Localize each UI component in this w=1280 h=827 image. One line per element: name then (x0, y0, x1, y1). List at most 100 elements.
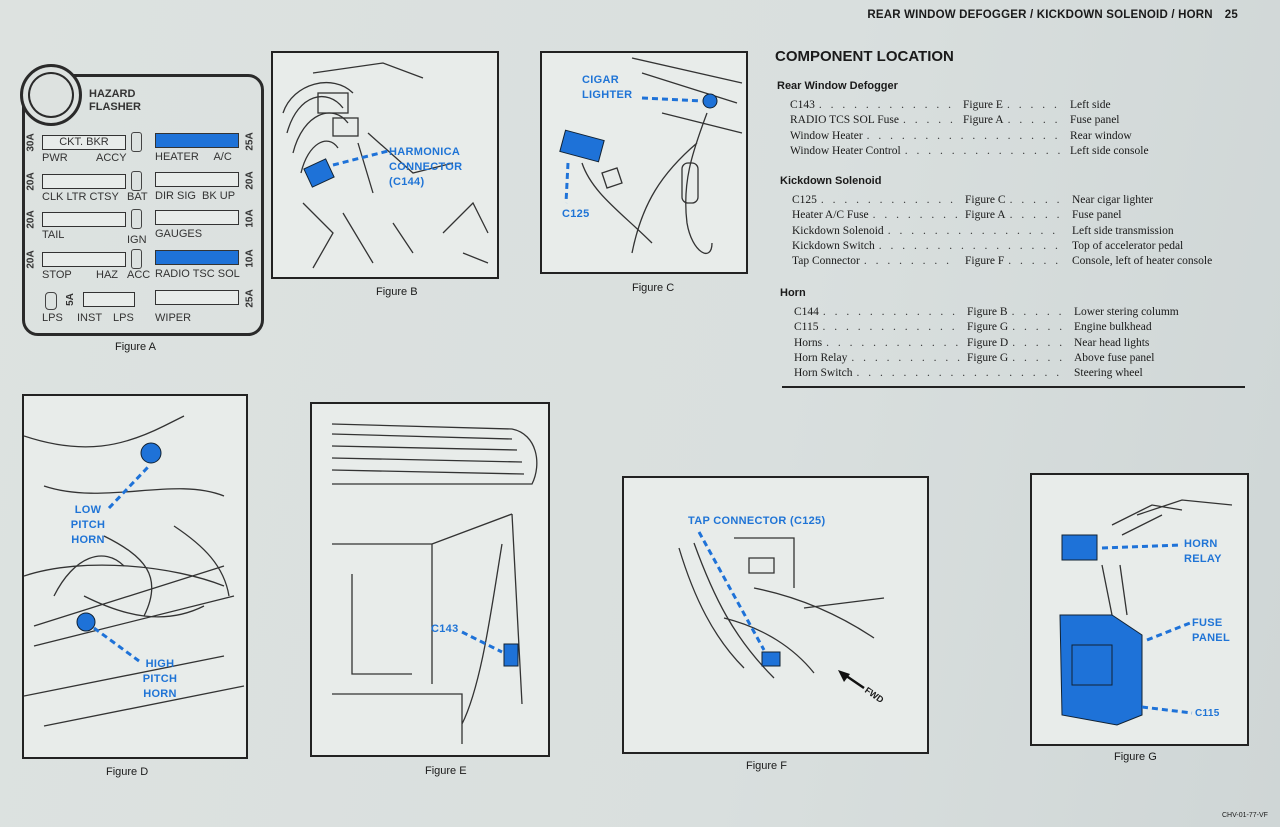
table-row: Tap Connector. . . . . . . .Figure F. . … (792, 254, 1252, 268)
dot-leader: . . . . . (1006, 99, 1060, 111)
component-location: Steering wheel (1074, 367, 1143, 379)
component-name: Kickdown Solenoid (792, 225, 884, 237)
dot-leader: . . . . . . . . . . . . . . . . (878, 240, 1061, 252)
figure-g-caption: Figure G (1114, 751, 1157, 763)
c144-connector (303, 158, 335, 188)
section-heading: Rear Window Defogger (777, 80, 898, 92)
figure-e-caption: Figure E (425, 765, 467, 777)
component-cell: C144. . . . . . . . . . . . (794, 305, 967, 319)
figure-ref: Figure D (967, 337, 1009, 349)
figure-ref: Figure F (965, 255, 1005, 267)
fuse-label-lps: LPS (42, 312, 63, 324)
component-location: Fuse panel (1072, 209, 1122, 221)
component-name: C125 (792, 194, 817, 206)
fuse-panel-callout: FUSE PANEL (1192, 617, 1230, 644)
component-cell: C115. . . . . . . . . . . . (794, 320, 967, 334)
table-row: C115. . . . . . . . . . . .Figure G. . .… (794, 320, 1254, 334)
component-location: Left side console (1070, 145, 1149, 157)
fuse-amp-left: 20A (25, 172, 37, 191)
c143-callout: C143 (431, 623, 459, 635)
component-location: Console, left of heater console (1072, 255, 1213, 267)
dot-leader: . . . . . (1009, 209, 1063, 221)
component-location-title: COMPONENT LOCATION (775, 48, 954, 65)
fuse-label-left-secondary: ACCY (96, 152, 127, 164)
component-cell: C125. . . . . . . . . . . . (792, 193, 965, 207)
component-location: Top of accelerator pedal (1072, 240, 1184, 252)
fuse-label-right: HEATER A/C (155, 151, 232, 163)
circuit-breaker-icon (131, 132, 142, 152)
fuse-slot-left: CKT. BKR (42, 135, 126, 150)
lamp-socket-icon (45, 292, 57, 310)
fuse-amp-left: 30A (25, 133, 37, 152)
figure-a-caption: Figure A (115, 341, 156, 353)
figure-d: LOW PITCH HORN HIGH PITCH HORN (22, 394, 248, 759)
dot-leader: . . . . . (1008, 255, 1062, 267)
fuse-slot-right (155, 250, 239, 265)
figure-b-caption: Figure B (376, 286, 418, 298)
component-cell: Kickdown Solenoid. . . . . . . . . . . .… (792, 224, 1070, 238)
c125-callout: C125 (562, 208, 590, 220)
component-cell: Heater A/C Fuse. . . . . . . . (792, 208, 965, 222)
header-title: REAR WINDOW DEFOGGER / KICKDOWN SOLENOID… (867, 9, 1213, 21)
horn-location-drawing (24, 415, 245, 727)
table-row: Kickdown Switch. . . . . . . . . . . . .… (792, 239, 1252, 253)
table-row: C143. . . . . . . . . . . .Figure E. . .… (790, 98, 1250, 112)
figure-cell: Figure G. . . . . (967, 351, 1072, 365)
table-row: RADIO TCS SOL Fuse. . . . .Figure A. . .… (790, 113, 1250, 127)
table-rule (782, 386, 1245, 388)
dot-leader: . . . . . (1009, 194, 1063, 206)
component-name: Horn Switch (794, 367, 853, 379)
figure-ref: Figure E (963, 99, 1003, 111)
dot-leader: . . . . . . . . . . . . (820, 194, 957, 206)
tap-connector-drawing (678, 531, 885, 690)
dot-leader: . . . . . . . . . . . . (822, 321, 958, 333)
fuse-slot-right (155, 210, 239, 225)
dot-leader: . . . . . . . . . . . . (818, 99, 955, 111)
table-row: Window Heater. . . . . . . . . . . . . .… (790, 129, 1250, 143)
table-row: Horn Switch. . . . . . . . . . . . . . .… (794, 366, 1254, 380)
fuse-label-left: STOP (42, 269, 72, 281)
figure-cell: Figure F. . . . . (965, 254, 1070, 268)
tap-connector-callout: TAP CONNECTOR (C125) (688, 515, 826, 527)
rear-window-drawing (331, 423, 538, 744)
fuse-amp-left: 5A (64, 293, 76, 306)
component-name: Horn Relay (794, 352, 848, 364)
component-cell: C143. . . . . . . . . . . . (790, 98, 963, 112)
fuse-slot-inst (83, 292, 135, 307)
component-name: RADIO TCS SOL Fuse (790, 114, 899, 126)
steering-column-drawing (282, 62, 489, 269)
component-location: Above fuse panel (1074, 352, 1155, 364)
page-number: 25 (1224, 9, 1238, 21)
component-location: Lower stering columm (1074, 306, 1179, 318)
table-row: Horns. . . . . . . . . . . .Figure D. . … (794, 336, 1254, 350)
fuse-label-left: CLK LTR CTSY (42, 191, 119, 203)
figure-ref: Figure B (967, 306, 1008, 318)
table-row: Window Heater Control. . . . . . . . . .… (790, 144, 1250, 158)
fuse-amp-right: 25A (244, 289, 256, 308)
cigar-lighter-drawing (559, 57, 743, 255)
component-name: Kickdown Switch (792, 240, 875, 252)
hazard-flasher-icon (20, 64, 82, 126)
fuse-label-mid: BAT (127, 191, 148, 203)
figure-ref: Figure A (963, 114, 1004, 126)
dot-leader: . . . . . (1012, 352, 1066, 364)
component-name: Horns (794, 337, 823, 349)
fuse-label-left: INST (77, 312, 103, 324)
component-location: Fuse panel (1070, 114, 1120, 126)
component-location: Near head lights (1074, 337, 1150, 349)
dot-leader: . . . . . . . . . . . . . . (904, 145, 1064, 157)
component-cell: Window Heater. . . . . . . . . . . . . .… (790, 129, 1068, 143)
circuit-breaker-icon (131, 209, 142, 229)
component-location: Engine bulkhead (1074, 321, 1152, 333)
figure-f: TAP CONNECTOR (C125) FWD (622, 476, 929, 754)
horn-relay-callout: HORN RELAY (1184, 538, 1222, 565)
fuse-panel-engine-drawing (1059, 499, 1233, 726)
high-pitch-horn-callout: HIGH PITCH HORN (142, 658, 178, 700)
figure-cell: Figure A. . . . . (963, 113, 1068, 127)
fuse-label-left: PWR (42, 152, 68, 164)
figure-cell: Figure A. . . . . (965, 208, 1070, 222)
dot-leader: . . . . . . . . (863, 255, 952, 267)
component-cell: Horn Relay. . . . . . . . . . (794, 351, 967, 365)
section-heading: Kickdown Solenoid (780, 175, 882, 187)
component-location: Rear window (1070, 130, 1132, 142)
